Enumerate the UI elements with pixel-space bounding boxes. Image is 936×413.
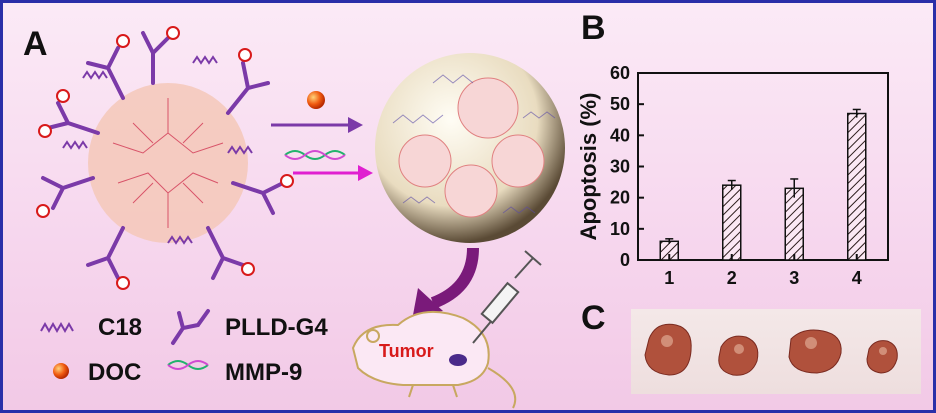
legend-c18-label: C18: [98, 314, 143, 341]
x-tick-label: 4: [852, 268, 862, 288]
plld-legend-icon: [171, 309, 210, 345]
legend-mmp9-label: MMP-9: [225, 359, 303, 386]
y-tick-label: 10: [610, 219, 630, 239]
doc-legend-icon: [53, 363, 69, 379]
panel-label-a: A: [23, 25, 48, 63]
doc-loading-arrow: [271, 91, 363, 133]
bar: [847, 112, 867, 261]
mmp9-loading-arrow: [284, 150, 373, 181]
legend-doc-label: DOC: [88, 359, 142, 386]
tumor-specimen-3: [788, 329, 842, 374]
y-tick-label: 60: [610, 63, 630, 83]
syringe-icon: [472, 250, 542, 344]
tumor-specimen-4: [866, 340, 898, 374]
y-axis-label: Apoptosis (%): [578, 93, 601, 241]
y-tick-label: 0: [620, 250, 630, 270]
tumor-specimens: [644, 323, 898, 376]
panel-label-b: B: [581, 9, 606, 47]
schematic-drawing: [36, 26, 565, 409]
tumor-specimen-1: [644, 323, 692, 376]
dendrimer-nanoparticle: [36, 26, 294, 290]
mouse-tumor-label: Tumor: [379, 341, 434, 361]
mouse-illustration: [351, 310, 517, 409]
c18-legend-icon: [40, 321, 74, 334]
apoptosis-bar-chart: 0 10 20 30 40 50 60 1 2 3 4 Apoptosis (%): [578, 63, 889, 288]
y-tick-label: 20: [610, 188, 630, 208]
injection-arrow: [430, 247, 479, 309]
y-tick-label: 40: [610, 125, 630, 145]
x-tick-label: 2: [727, 268, 737, 288]
legend-plld-label: PLLD-G4: [225, 314, 328, 341]
mmp9-legend-icon: [167, 360, 209, 370]
bar: [722, 184, 742, 261]
tumor-photograph: [631, 309, 921, 394]
x-tick-label: 1: [664, 268, 674, 288]
tumor-specimen-2: [718, 335, 759, 376]
y-tick-label: 50: [610, 94, 630, 114]
loaded-nanoparticle-sphere: [375, 53, 565, 243]
panel-label-c: C: [581, 299, 606, 337]
y-tick-label: 30: [610, 157, 630, 177]
x-tick-label: 3: [789, 268, 799, 288]
bar: [784, 187, 804, 261]
